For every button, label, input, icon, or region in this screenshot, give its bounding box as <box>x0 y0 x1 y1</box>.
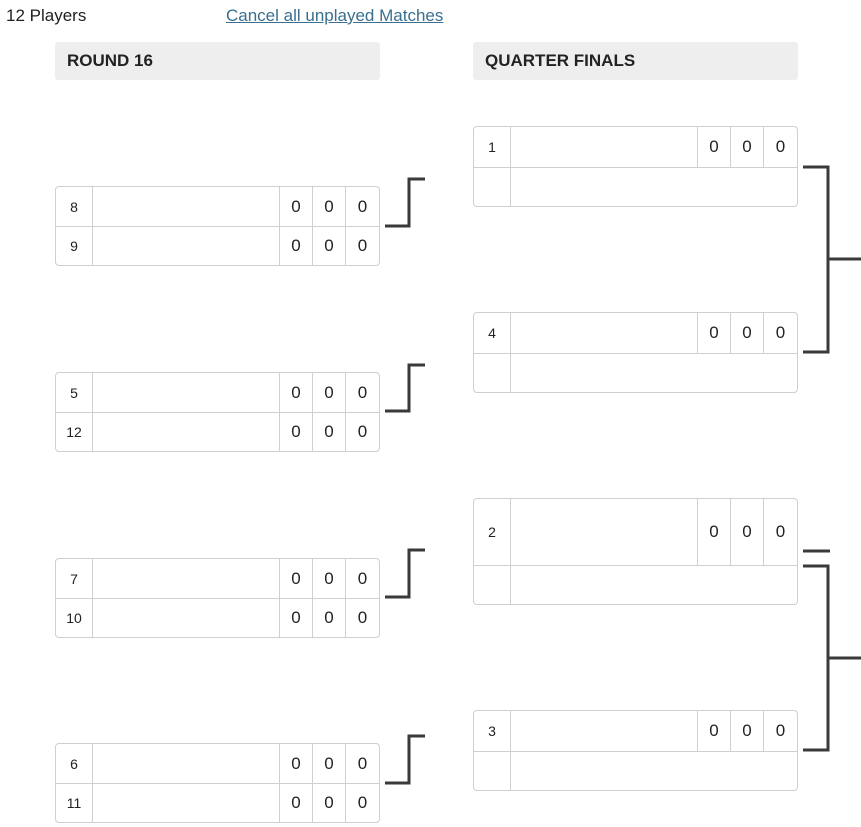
set-score[interactable]: 0 <box>763 127 797 167</box>
player-seed: 6 <box>56 744 93 783</box>
r16-connector-2 <box>385 363 425 413</box>
qf-connector-3 <box>803 564 830 752</box>
set-score[interactable]: 0 <box>730 711 763 751</box>
r16-connector-3 <box>385 548 425 599</box>
set-score[interactable]: 0 <box>763 711 797 751</box>
set-score[interactable]: 0 <box>312 227 345 265</box>
player-row[interactable]: 3 0 0 0 <box>474 711 797 751</box>
player-row[interactable]: 4 0 0 0 <box>474 313 797 353</box>
player-row[interactable]: 10 0 0 0 <box>56 598 379 637</box>
player-seed: 4 <box>474 313 511 353</box>
set-score[interactable]: 0 <box>312 599 345 637</box>
player-row[interactable]: 12 0 0 0 <box>56 412 379 451</box>
player-seed: 11 <box>56 784 93 822</box>
quarterfinal-match-4[interactable]: 3 0 0 0 <box>473 710 798 791</box>
round16-match-4[interactable]: 6 0 0 0 11 0 0 0 <box>55 743 380 823</box>
player-seed: 12 <box>56 413 93 451</box>
player-row[interactable]: 7 0 0 0 <box>56 559 379 598</box>
player-seed: 9 <box>56 227 93 265</box>
player-seed: 8 <box>56 187 93 226</box>
quarterfinal-match-1[interactable]: 1 0 0 0 <box>473 126 798 207</box>
player-seed <box>474 354 511 392</box>
set-score[interactable]: 0 <box>345 227 379 265</box>
player-row-empty[interactable] <box>474 353 797 392</box>
round-16-header: ROUND 16 <box>55 42 380 80</box>
set-score[interactable]: 0 <box>345 784 379 822</box>
set-score[interactable]: 0 <box>312 559 345 598</box>
set-score[interactable]: 0 <box>763 313 797 353</box>
player-row[interactable]: 11 0 0 0 <box>56 783 379 822</box>
player-seed: 7 <box>56 559 93 598</box>
round16-match-3[interactable]: 7 0 0 0 10 0 0 0 <box>55 558 380 638</box>
set-score[interactable]: 0 <box>279 599 312 637</box>
player-row[interactable]: 2 0 0 0 <box>474 499 797 565</box>
set-score[interactable]: 0 <box>279 227 312 265</box>
set-score[interactable]: 0 <box>345 187 379 226</box>
round16-match-2[interactable]: 5 0 0 0 12 0 0 0 <box>55 372 380 452</box>
player-row-empty[interactable] <box>474 751 797 790</box>
set-score[interactable]: 0 <box>730 499 763 565</box>
set-score[interactable]: 0 <box>345 559 379 598</box>
set-score[interactable]: 0 <box>279 559 312 598</box>
player-row[interactable]: 6 0 0 0 <box>56 744 379 783</box>
player-seed: 10 <box>56 599 93 637</box>
set-score[interactable]: 0 <box>730 313 763 353</box>
set-score[interactable]: 0 <box>697 711 730 751</box>
set-score[interactable]: 0 <box>345 744 379 783</box>
set-score[interactable]: 0 <box>279 413 312 451</box>
cancel-unplayed-matches-link[interactable]: Cancel all unplayed Matches <box>226 6 444 25</box>
set-score[interactable]: 0 <box>697 499 730 565</box>
round16-match-1[interactable]: 8 0 0 0 9 0 0 0 <box>55 186 380 266</box>
player-row[interactable]: 9 0 0 0 <box>56 226 379 265</box>
player-row-empty[interactable] <box>474 167 797 206</box>
set-score[interactable]: 0 <box>279 187 312 226</box>
player-seed <box>474 752 511 790</box>
set-score[interactable]: 0 <box>345 413 379 451</box>
set-score[interactable]: 0 <box>345 599 379 637</box>
r16-connector-4 <box>385 734 425 785</box>
player-seed <box>474 566 511 604</box>
set-score[interactable]: 0 <box>697 313 730 353</box>
set-score[interactable]: 0 <box>279 744 312 783</box>
quarter-finals-header: QUARTER FINALS <box>473 42 798 80</box>
set-score[interactable]: 0 <box>279 373 312 412</box>
r16-connector-1 <box>385 177 425 228</box>
set-score[interactable]: 0 <box>730 127 763 167</box>
set-score[interactable]: 0 <box>312 187 345 226</box>
quarterfinal-match-2[interactable]: 4 0 0 0 <box>473 312 798 393</box>
set-score[interactable]: 0 <box>763 499 797 565</box>
player-seed <box>474 168 511 206</box>
player-seed: 3 <box>474 711 511 751</box>
player-count: 12 Players <box>6 6 87 25</box>
set-score[interactable]: 0 <box>312 373 345 412</box>
set-score[interactable]: 0 <box>345 373 379 412</box>
player-row[interactable]: 1 0 0 0 <box>474 127 797 167</box>
quarterfinal-match-3[interactable]: 2 0 0 0 <box>473 498 798 605</box>
player-row[interactable]: 5 0 0 0 <box>56 373 379 412</box>
player-row[interactable]: 8 0 0 0 <box>56 187 379 226</box>
qf-connector-1 <box>803 165 830 354</box>
player-row-empty[interactable] <box>474 565 797 604</box>
set-score[interactable]: 0 <box>312 784 345 822</box>
set-score[interactable]: 0 <box>697 127 730 167</box>
player-seed: 2 <box>474 499 511 565</box>
set-score[interactable]: 0 <box>312 413 345 451</box>
player-seed: 5 <box>56 373 93 412</box>
player-seed: 1 <box>474 127 511 167</box>
set-score[interactable]: 0 <box>279 784 312 822</box>
set-score[interactable]: 0 <box>312 744 345 783</box>
